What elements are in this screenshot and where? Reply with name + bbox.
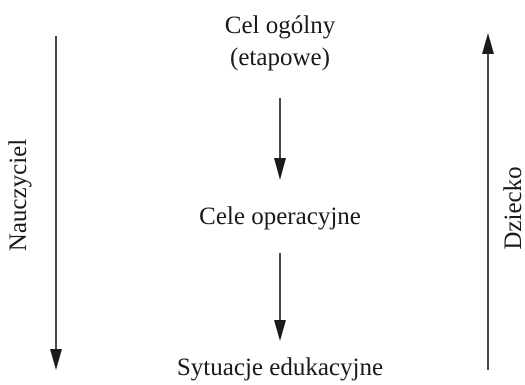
middle-to-bottom-arrow <box>274 253 286 341</box>
left-down-arrow <box>50 36 62 370</box>
node-educational-situations: Sytuacje edukacyjne <box>176 354 384 381</box>
node-general-goal: Cel ogólny (etapowe) <box>0 10 525 74</box>
general-goal-title: Cel ogólny <box>224 12 336 39</box>
side-label-child: Dziecko <box>500 166 525 250</box>
top-to-middle-arrow <box>274 98 286 180</box>
node-operational-goals: Cele operacyjne <box>199 203 361 230</box>
side-label-teacher: Nauczyciel <box>5 138 32 252</box>
right-up-arrow <box>482 33 494 370</box>
general-goal-subtitle: (etapowe) <box>230 44 330 71</box>
